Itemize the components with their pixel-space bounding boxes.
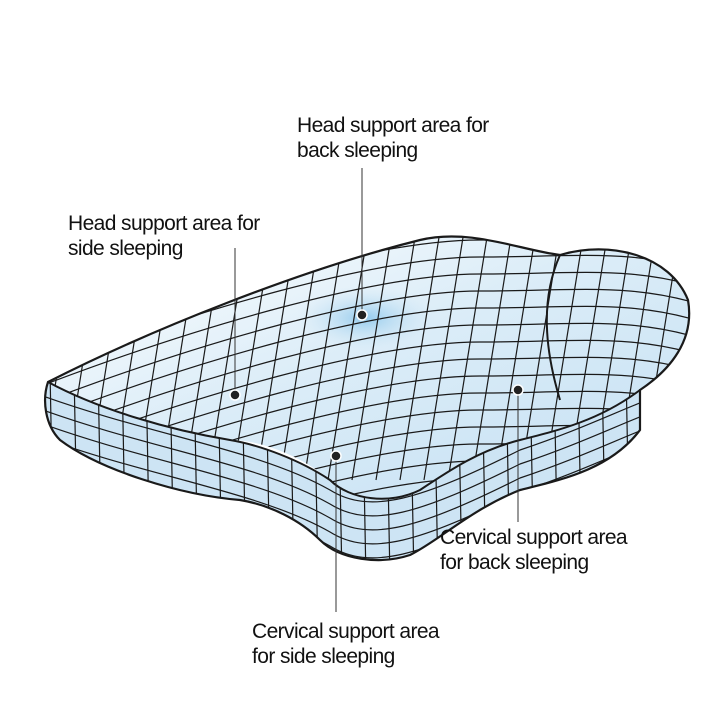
grid-line [48,271,690,395]
grid-line [447,236,494,481]
label-line: Head support area for [68,212,260,235]
label-line: back sleeping [297,139,418,162]
grid-line [423,236,470,481]
label-head-back: Head support area for back sleeping [297,113,489,163]
grid-line [45,408,640,517]
grid-line [650,370,654,580]
cervical-back-marker [512,384,524,396]
head-side-marker [229,389,241,401]
label-line: Cervical support area [440,526,628,549]
label-line: for side sleeping [252,645,395,668]
grid-line [48,236,62,481]
grid-line [687,236,690,481]
label-line: for back sleeping [440,551,589,574]
grid-line [712,200,720,480]
grid-line [45,422,640,531]
grid-line [375,236,422,481]
pillow-top-surface [0,200,720,499]
head-back-marker [356,309,368,321]
label-line: side sleeping [68,237,183,260]
grid-line [48,305,690,429]
grid-line [48,322,690,446]
label-cervical-back: Cervical support area for back sleeping [440,525,628,575]
pillow-outline [44,235,691,562]
grid-line [45,394,640,503]
grid-line [0,200,37,480]
grid-line [399,236,446,481]
label-head-side: Head support area for side sleeping [68,211,260,261]
grid-line [48,339,690,463]
grid-line [48,288,690,412]
leader-lines [234,168,519,612]
label-line: Cervical support area [252,620,440,643]
label-line: Head support area for [297,114,489,137]
grid-line [45,436,640,545]
pillow-edge [47,381,641,500]
cervical-side-marker [330,450,342,462]
pillow-ridge [545,254,561,401]
label-cervical-side: Cervical support area for side sleeping [252,619,440,669]
